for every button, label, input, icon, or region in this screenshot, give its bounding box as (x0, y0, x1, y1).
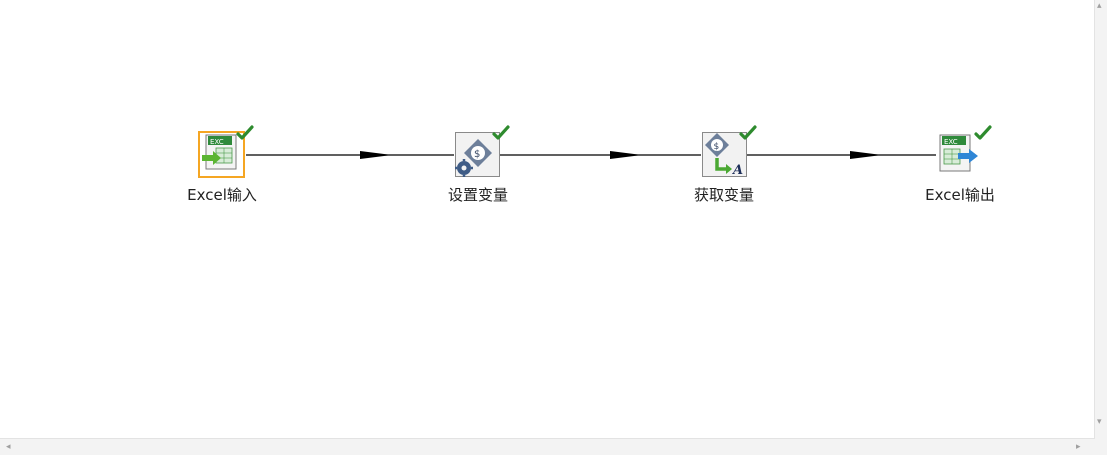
step-label-excel-input: Excel输入 (187, 186, 257, 204)
check-icon (492, 125, 510, 140)
hop-get-variable-to-excel-output[interactable] (747, 151, 936, 159)
svg-text:$: $ (474, 149, 480, 160)
check-icon (739, 125, 757, 140)
step-excel-input[interactable]: EXC (198, 125, 254, 179)
step-set-variable[interactable]: $ (454, 125, 510, 179)
svg-text:EXC: EXC (944, 138, 958, 146)
step-get-variable[interactable]: $ A (701, 125, 757, 179)
step-label-set-variable: 设置变量 (447, 186, 508, 204)
step-label-excel-output: Excel输出 (925, 186, 995, 204)
step-excel-output[interactable]: EXC (936, 125, 992, 179)
scroll-left-icon[interactable]: ◂ (6, 442, 11, 452)
scrollbar-corner (1095, 439, 1107, 455)
scroll-right-icon[interactable]: ▸ (1076, 442, 1081, 452)
get-variable-icon: $ A (702, 132, 747, 178)
scroll-down-icon[interactable]: ▾ (1097, 417, 1102, 427)
svg-text:EXC: EXC (210, 138, 224, 146)
scroll-up-icon[interactable]: ▴ (1097, 1, 1102, 11)
vertical-scrollbar[interactable]: ▴ ▾ (1094, 0, 1107, 439)
step-label-get-variable: 获取变量 (693, 186, 754, 204)
set-variable-icon: $ (455, 132, 500, 177)
svg-text:$: $ (714, 142, 720, 152)
check-icon (974, 125, 992, 140)
svg-text:A: A (731, 163, 743, 178)
hop-excel-input-to-set-variable[interactable] (246, 151, 454, 159)
check-icon (236, 125, 254, 140)
excel-output-icon: EXC (939, 134, 978, 172)
excel-input-icon: EXC (198, 131, 245, 178)
hop-set-variable-to-get-variable[interactable] (500, 151, 701, 159)
horizontal-scrollbar[interactable]: ◂ ▸ (0, 438, 1095, 455)
hop-layer (246, 151, 936, 159)
transformation-canvas[interactable]: EXC Excel输入 $ 设置变量 (0, 0, 1095, 439)
